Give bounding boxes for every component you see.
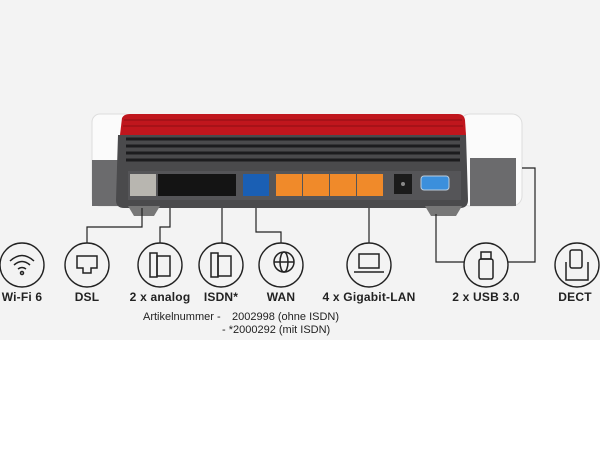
phone-icon xyxy=(137,242,183,288)
usb-port xyxy=(420,175,450,191)
article-number-1: 2002998 (ohne ISDN) xyxy=(232,311,340,323)
dsl-port-icon xyxy=(64,242,110,288)
label-dsl: DSL xyxy=(74,290,100,304)
article-number-label: Artikelnummer - xyxy=(143,311,221,323)
lan-port-3 xyxy=(330,174,356,196)
label-analog: 2 x analog xyxy=(129,290,191,304)
lan-port-4 xyxy=(357,174,383,196)
router-red-top xyxy=(120,114,466,135)
analog-port-1 xyxy=(158,174,184,196)
isdn-phone-icon xyxy=(198,242,244,288)
usb-stick-icon xyxy=(463,242,509,288)
article-number-2: - *2000292 (mit ISDN) xyxy=(222,324,331,336)
product-diagram xyxy=(0,0,600,340)
label-wifi: Wi-Fi 6 xyxy=(1,290,43,304)
label-usb: 2 x USB 3.0 xyxy=(452,290,520,304)
label-isdn: ISDN* xyxy=(203,290,239,304)
label-dect: DECT xyxy=(558,290,592,304)
isdn-port xyxy=(210,174,236,196)
leader-lines xyxy=(86,167,536,263)
router-illustration xyxy=(0,113,600,288)
globe-network-icon xyxy=(258,242,304,288)
wan-port xyxy=(243,174,269,196)
router-foot-left xyxy=(128,206,160,216)
lan-port-2 xyxy=(303,174,329,196)
lan-port-1 xyxy=(276,174,302,196)
router-foot-right xyxy=(425,206,462,216)
label-lan: 4 x Gigabit-LAN xyxy=(322,290,416,304)
router-right-base xyxy=(470,158,516,206)
dsl-port xyxy=(130,174,156,196)
wifi-icon xyxy=(0,242,45,288)
analog-port-2 xyxy=(184,174,210,196)
label-wan: WAN xyxy=(266,290,296,304)
laptop-icon xyxy=(346,242,392,288)
